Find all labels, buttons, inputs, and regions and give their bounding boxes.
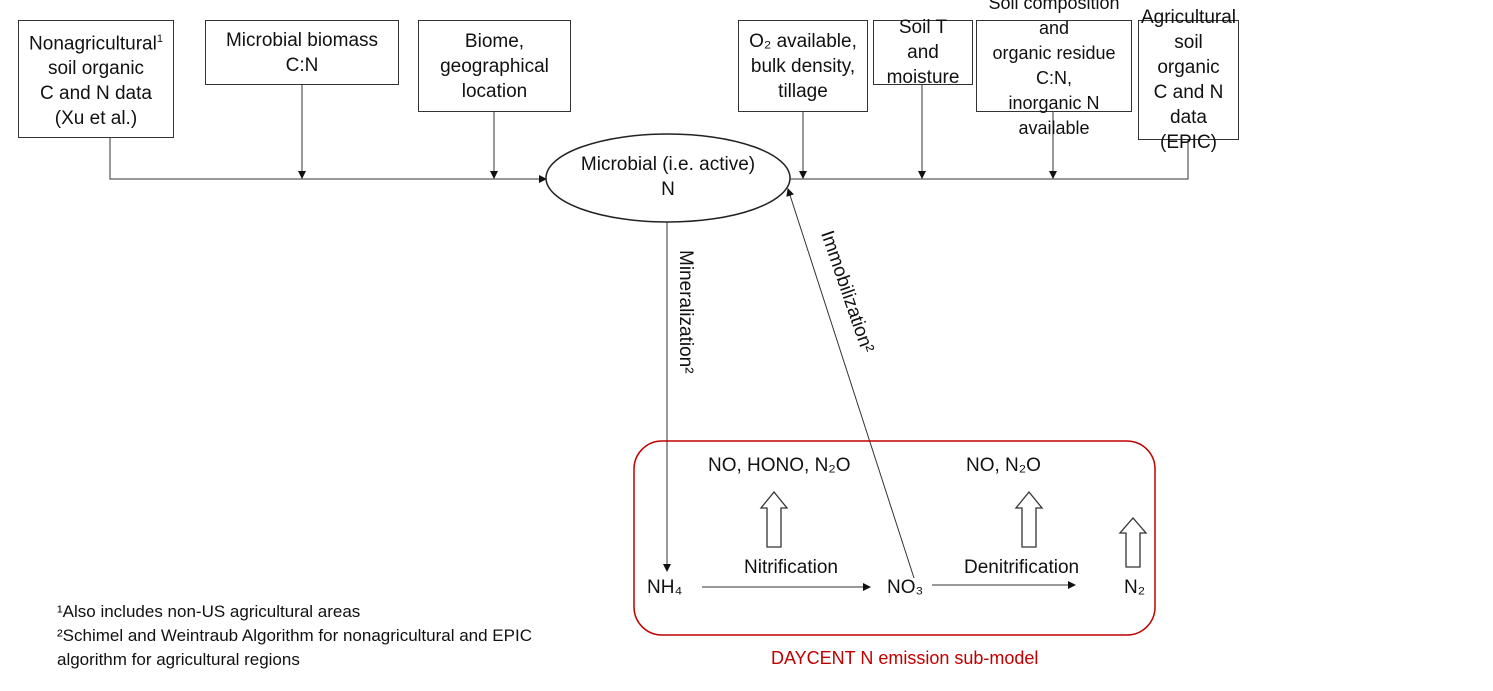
input-box-soil-composition: Soil composition and organic residue C:N…	[976, 0, 1132, 138]
footnote-marker: 1	[156, 32, 163, 45]
denitrification-label: Denitrification	[964, 557, 1080, 578]
nitrification-emissions-label: NO, HONO, N₂O	[708, 455, 851, 476]
microbial-n-line2: N	[661, 179, 675, 200]
nit-emission-block-arrow	[759, 490, 789, 548]
input-box-nonagricultural: Nonagricultural1 soil organic C and N da…	[18, 20, 174, 138]
submodel-box	[633, 440, 1156, 636]
o2-text: O₂ available, bulk density, tillage	[749, 30, 857, 102]
input-box-agricultural: Agricultural soil organic C and N data (…	[1138, 7, 1239, 153]
submodel-title: DAYCENT N emission sub-model	[771, 648, 1039, 668]
microbial-n-label: Microbial (i.e. active) N	[546, 152, 790, 202]
mineralization-label: Mineralization²	[675, 250, 696, 374]
microbial-biomass-text: Microbial biomass C:N	[225, 29, 379, 76]
nitrification-label: Nitrification	[744, 557, 838, 578]
denit-emission-block-arrow	[1014, 490, 1044, 548]
agricultural-text: Agricultural soil organic C and N data (…	[1140, 7, 1237, 153]
nh4-label: NH₄	[647, 577, 683, 598]
left-bus-line	[109, 138, 547, 183]
input-box-o2: O₂ available, bulk density, tillage	[738, 20, 868, 112]
microbial-n-ellipse	[545, 133, 791, 223]
nonagricultural-text: Nonagricultural1 soil organic C and N da…	[29, 32, 163, 130]
n2-label: N₂	[1124, 577, 1146, 598]
n2-emission-block-arrow	[1118, 517, 1148, 568]
footnote-2: ²Schimel and Weintraub Algorithm for non…	[57, 626, 532, 669]
immobilization-arrow	[786, 188, 915, 579]
footnotes: ¹Also includes non-US agricultural areas…	[57, 600, 577, 672]
right-bus-line	[773, 140, 1189, 183]
input-box-soil-t: Soil T and moisture	[873, 17, 973, 88]
biome-text: Biome, geographical location	[440, 30, 549, 102]
no3-label: NO₃	[887, 577, 924, 598]
soil-composition-text: Soil composition and organic residue C:N…	[988, 0, 1120, 138]
input-box-microbial-biomass: Microbial biomass C:N	[205, 20, 399, 85]
input-box-biome: Biome, geographical location	[418, 20, 571, 112]
soil-t-text: Soil T and moisture	[886, 17, 960, 88]
microbial-n-line1: Microbial (i.e. active)	[580, 154, 756, 175]
denitrification-emissions-label: NO, N₂O	[966, 455, 1041, 476]
footnote-1: ¹Also includes non-US agricultural areas	[57, 602, 361, 621]
